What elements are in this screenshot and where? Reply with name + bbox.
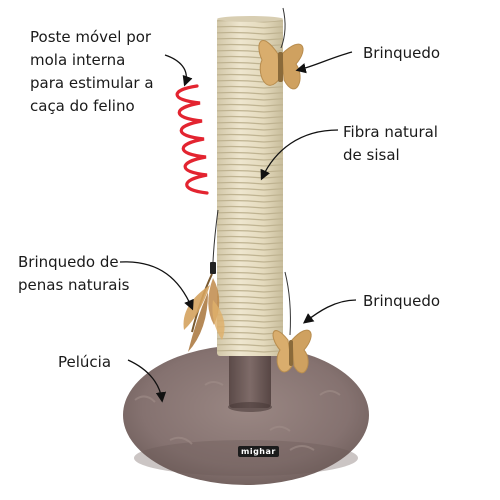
- plush-base: [123, 345, 369, 485]
- arrow-toy-top: [295, 51, 353, 74]
- arrow-spring: [164, 54, 193, 87]
- label-spring: Poste móvel por mola interna para estimu…: [30, 28, 154, 115]
- arrow-sisal: [260, 129, 339, 181]
- sisal-post: [217, 16, 283, 356]
- annotation-arrows: [119, 51, 357, 403]
- arrow-plush: [127, 359, 167, 403]
- brand-logo: mighar: [238, 446, 279, 457]
- label-feather-toy: Brinquedo de penas naturais: [18, 253, 130, 294]
- label-plush: Pelúcia: [58, 353, 112, 371]
- arrow-feather: [119, 261, 194, 311]
- label-sisal: Fibra natural de sisal: [343, 123, 438, 164]
- label-toy-bottom: Brinquedo: [363, 292, 441, 310]
- pole-base: [229, 352, 271, 408]
- arrow-toy-bottom: [302, 299, 357, 324]
- label-toy-top: Brinquedo: [363, 44, 441, 62]
- spring-icon: [175, 84, 209, 195]
- feather-toy: [183, 209, 225, 352]
- butterfly-toy-bottom: [272, 271, 312, 374]
